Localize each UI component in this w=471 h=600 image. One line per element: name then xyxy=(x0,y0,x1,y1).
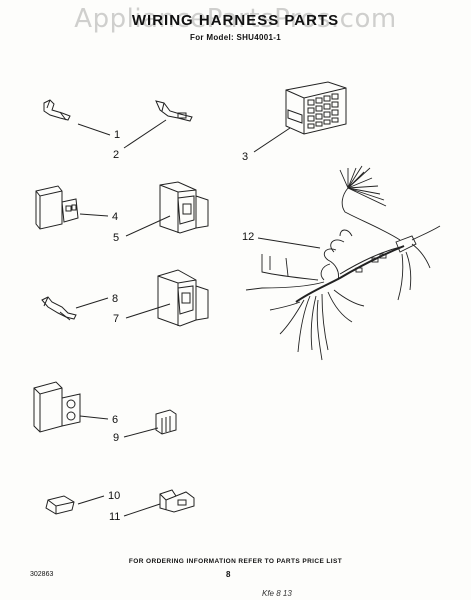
watermark: AppliancePartsPros.com xyxy=(74,4,397,34)
model-subtitle: For Model: SHU4001-1 xyxy=(190,33,281,42)
callout-8: 8 xyxy=(112,293,118,305)
handwritten-note: Kfe 8 13 xyxy=(262,589,292,598)
leader-line-1 xyxy=(77,123,111,136)
part-11-bracket xyxy=(159,489,195,513)
callout-10: 10 xyxy=(108,490,120,502)
leader-line-4 xyxy=(79,213,109,217)
callout-6: 6 xyxy=(112,414,118,426)
leader-line-2 xyxy=(123,119,167,149)
part-5-connector xyxy=(159,181,209,234)
part-6-connector xyxy=(33,381,81,433)
callout-4: 4 xyxy=(112,211,118,223)
leader-line-5 xyxy=(125,215,171,237)
page-title: WIRING HARNESS PARTS xyxy=(131,12,340,29)
page-number: 8 xyxy=(226,570,231,579)
leader-line-10 xyxy=(77,495,105,505)
callout-12: 12 xyxy=(242,231,254,243)
callout-5: 5 xyxy=(113,232,119,244)
callout-2: 2 xyxy=(113,149,119,161)
part-4-connector xyxy=(35,185,79,230)
leader-line-9 xyxy=(123,427,159,438)
ordering-note: FOR ORDERING INFORMATION REFER TO PARTS … xyxy=(128,558,343,565)
callout-7: 7 xyxy=(113,313,119,325)
part-1-terminal xyxy=(43,99,71,121)
leader-line-12 xyxy=(257,237,321,249)
part-2-terminal xyxy=(155,100,193,122)
part-7-connector xyxy=(157,269,209,327)
document-number: 302863 xyxy=(30,571,54,578)
part-9-plug xyxy=(155,409,177,435)
leader-line-3 xyxy=(253,127,291,153)
callout-3: 3 xyxy=(242,151,248,163)
callout-11: 11 xyxy=(109,511,120,523)
callout-1: 1 xyxy=(114,129,120,141)
part-12-wiring-harness xyxy=(245,165,441,361)
leader-line-8 xyxy=(75,297,109,309)
part-3-connector-housing xyxy=(285,81,347,135)
leader-line-11 xyxy=(123,503,161,517)
part-8-terminal xyxy=(41,296,77,321)
leader-line-6 xyxy=(79,415,109,420)
part-10-block xyxy=(45,495,75,515)
callout-9: 9 xyxy=(113,432,119,444)
leader-line-7 xyxy=(125,303,171,319)
